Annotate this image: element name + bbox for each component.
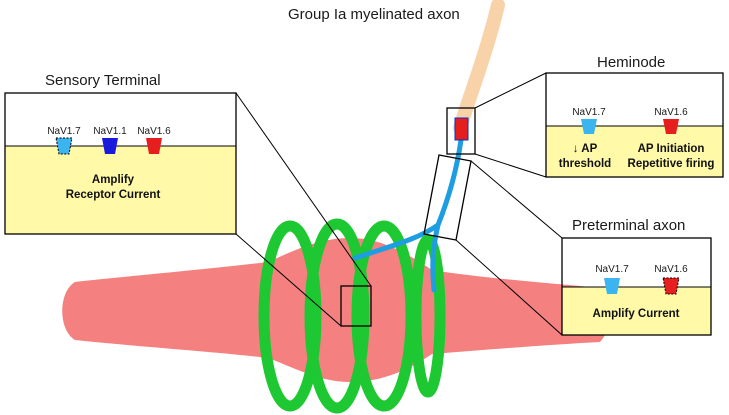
axon-branch-terminal [352, 222, 441, 261]
connector-line [474, 72, 547, 109]
terminal-text-line2: Receptor Current [66, 189, 161, 201]
preterminal-text: Amplify Current [593, 308, 680, 320]
heminode-node [454, 117, 469, 141]
preterminal-nav17-channel [604, 278, 620, 294]
heminode-nav16-label: NaV1.6 [654, 107, 688, 118]
sensory-terminal-title: Sensory Terminal [45, 72, 161, 89]
axon-title: Group Ia myelinated axon [288, 6, 460, 23]
heminode-membrane [546, 126, 723, 177]
terminal-nav11-label: NaV1.1 [93, 126, 127, 137]
heminode-left-line1: ↓ AP [573, 143, 598, 155]
annulospiral-ending [258, 218, 446, 414]
heminode-title: Heminode [597, 54, 665, 71]
connector-lines [235, 72, 563, 336]
axon-trunk [435, 137, 464, 228]
spiral-ring-2 [304, 218, 370, 414]
spiral-ring-1 [258, 220, 322, 412]
terminal-nav16-label: NaV1.6 [137, 126, 171, 137]
heminode-left-line2: threshold [559, 158, 611, 170]
muscle-fiber [62, 238, 609, 382]
terminal-text-line1: Amplify [92, 174, 135, 186]
axon-branches [352, 137, 464, 293]
connector-line [455, 239, 563, 336]
connector-line [235, 92, 372, 287]
heminode-nav16-channel [663, 119, 679, 134]
heminode-nav17-label: NaV1.7 [572, 107, 606, 118]
terminal-membrane [5, 146, 236, 234]
myelin-sheath [453, 0, 505, 135]
preterminal-title: Preterminal axon [572, 217, 685, 234]
preterminal-nav16-channel [662, 277, 680, 295]
terminal-nav16-channel [146, 138, 162, 154]
preterminal-nav16-label: NaV1.6 [654, 264, 688, 275]
terminal-nav17-channel [55, 137, 73, 155]
heminode-inset: NaV1.7 NaV1.6 ↓ AP threshold AP Initiati… [545, 72, 724, 178]
sensory-terminal-inset: NaV1.7 NaV1.1 NaV1.6 Amplify Receptor Cu… [4, 92, 237, 235]
terminal-nav11-channel [102, 138, 118, 154]
heminode-nav17-channel [581, 119, 597, 134]
heminode-right-line2: Repetitive firing [628, 158, 715, 170]
connector-line [470, 160, 563, 239]
terminal-nav17-label: NaV1.7 [47, 126, 81, 137]
connector-line [235, 233, 342, 327]
heminode-right-line1: AP Initiation [638, 143, 705, 155]
preterminal-inset-border [561, 237, 712, 336]
preterminal-inset: NaV1.7 NaV1.6 Amplify Current [561, 237, 712, 336]
connector-line [474, 153, 547, 178]
preterminal-membrane [562, 287, 711, 335]
axon-branch-preterminal [430, 222, 441, 293]
heminode-inset-border [545, 72, 724, 178]
spiral-ring-4 [410, 234, 446, 398]
terminal-inset-border [4, 92, 237, 235]
heminode-inset-frame [446, 107, 476, 155]
terminal-inset-frame [340, 285, 372, 327]
preterminal-nav17-label: NaV1.7 [595, 264, 629, 275]
